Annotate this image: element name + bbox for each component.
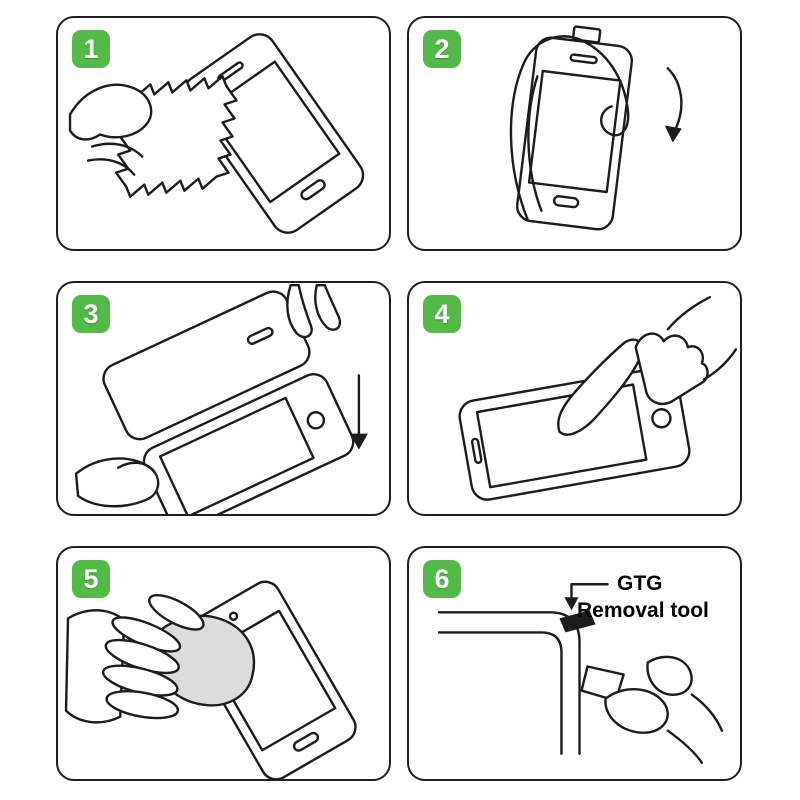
illustration-smooth-cloth (64, 580, 357, 779)
arrow-down-icon (349, 374, 368, 450)
film-icon (509, 35, 630, 220)
step-panel-6: GTG Removal tool 6 (407, 546, 742, 781)
label-arrow-icon (564, 583, 609, 611)
fingers-icon (286, 283, 342, 339)
step-number: 6 (434, 563, 450, 594)
step-panel-4: 4 (407, 281, 742, 516)
step-number: 1 (83, 33, 99, 64)
step-panel-1: 1 (56, 16, 391, 251)
step-number: 4 (434, 298, 450, 329)
step-number-badge: 3 (72, 295, 110, 333)
removal-tool-label: GTG Removal tool (577, 570, 709, 625)
step-number: 2 (434, 33, 450, 64)
arrow-down-icon (664, 67, 683, 143)
hand-icon (68, 83, 153, 176)
pressing-finger-icon (557, 295, 738, 436)
step-panel-5: 5 (56, 546, 391, 781)
steps-grid: 1 (56, 16, 742, 781)
step-number-badge: 5 (72, 560, 110, 598)
removal-tool-label-line1: GTG (617, 572, 663, 595)
illustration-press-screen (458, 295, 738, 501)
step-panel-2: 2 (407, 16, 742, 251)
phone-icon (142, 373, 355, 514)
step-number-badge: 1 (72, 30, 110, 68)
step-number-badge: 6 (423, 560, 461, 598)
illustration-clean-screen (68, 33, 365, 234)
phone-icon (515, 25, 634, 231)
screen-corner-icon (437, 611, 581, 755)
phone-icon (183, 33, 365, 234)
step-number: 5 (83, 563, 99, 594)
removal-tool-label-line2: Removal tool (577, 599, 709, 623)
hand-icon (64, 593, 205, 724)
step-panel-3: 3 (56, 281, 391, 516)
step-number-badge: 4 (423, 295, 461, 333)
pulling-fingers-icon (580, 655, 724, 765)
step-number-badge: 2 (423, 30, 461, 68)
illustration-peel-film (509, 25, 683, 231)
hand-icon (74, 457, 160, 508)
illustration-removal-tool (437, 583, 724, 765)
illustration-align-protector (74, 283, 368, 514)
removal-tool-icon (559, 610, 596, 633)
step-number: 3 (83, 298, 99, 329)
